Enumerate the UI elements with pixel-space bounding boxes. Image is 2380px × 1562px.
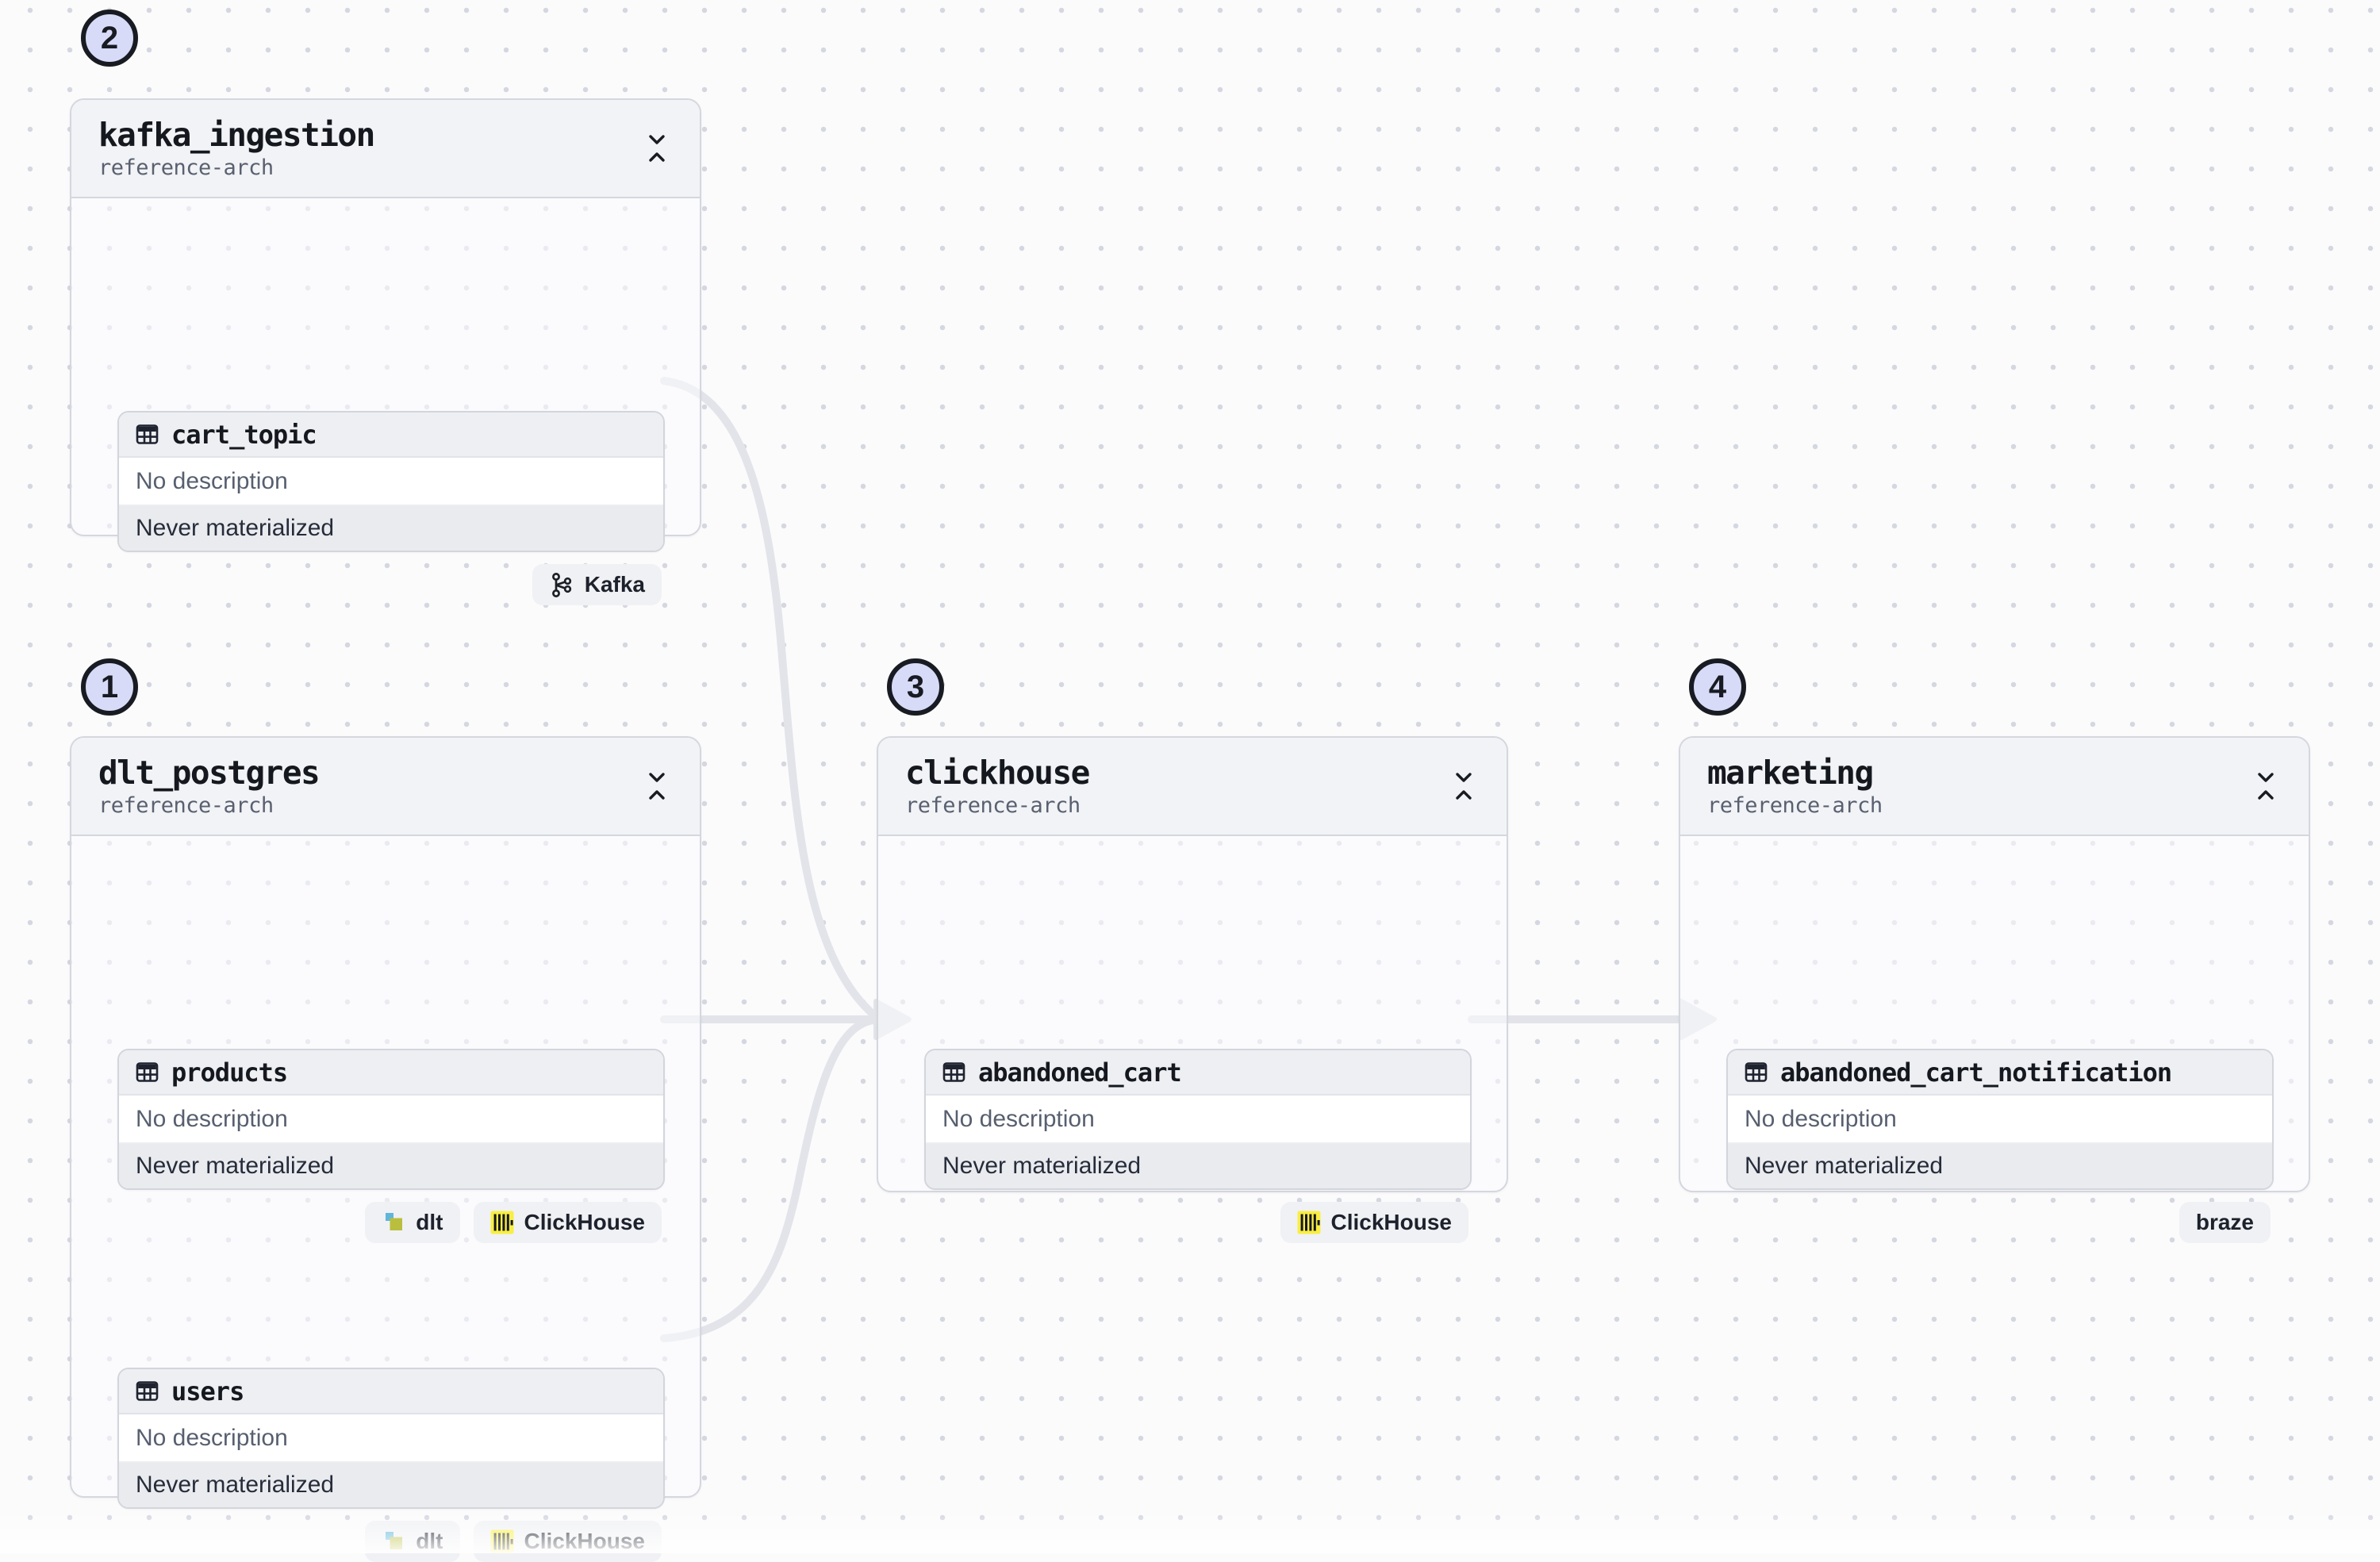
asset-name: abandoned_cart bbox=[978, 1057, 1182, 1088]
group-body: abandoned_cart_notification No descripti… bbox=[1680, 836, 2309, 1243]
step-badge-1: 1 bbox=[81, 658, 138, 716]
asset-tag-row: Kafka bbox=[532, 564, 662, 605]
table-icon bbox=[135, 1060, 159, 1084]
group-title: marketing bbox=[1707, 754, 1874, 792]
clickhouse-icon bbox=[1297, 1211, 1321, 1234]
tag-label: dlt bbox=[416, 1529, 443, 1553]
tag-label: ClickHouse bbox=[524, 1529, 646, 1553]
asset-name: abandoned_cart_notification bbox=[1780, 1057, 2172, 1088]
group-header[interactable]: kafka_ingestion reference-arch bbox=[71, 100, 700, 198]
tag-kafka: Kafka bbox=[532, 564, 662, 605]
asset-card-users[interactable]: users No description Never materialized bbox=[117, 1368, 665, 1509]
asset-tag-row: braze bbox=[2178, 1202, 2271, 1243]
group-title: kafka_ingestion bbox=[98, 116, 375, 154]
step-badge-2: 2 bbox=[81, 10, 138, 67]
group-subtitle: reference-arch bbox=[1707, 793, 1883, 819]
asset-card-cart-topic[interactable]: cart_topic No description Never material… bbox=[117, 411, 665, 552]
asset-card-products[interactable]: products No description Never materializ… bbox=[117, 1049, 665, 1190]
tag-dlt: dlt bbox=[365, 1202, 460, 1243]
dlt-icon bbox=[382, 1529, 405, 1553]
collapse-group-button[interactable] bbox=[1445, 761, 1483, 812]
asset-card-header: cart_topic bbox=[119, 413, 663, 458]
collapse-group-button[interactable] bbox=[638, 123, 676, 174]
asset-card-header: abandoned_cart bbox=[926, 1050, 1470, 1096]
asset-name: products bbox=[171, 1057, 288, 1088]
asset-description: No description bbox=[119, 458, 663, 506]
group-subtitle: reference-arch bbox=[98, 155, 274, 181]
group-title: dlt_postgres bbox=[98, 754, 321, 792]
tag-label: ClickHouse bbox=[524, 1210, 646, 1234]
group-dlt-postgres[interactable]: dlt_postgres reference-arch products No … bbox=[70, 736, 701, 1562]
tag-label: dlt bbox=[416, 1210, 443, 1234]
clickhouse-icon bbox=[490, 1529, 514, 1553]
asset-status: Never materialized bbox=[1728, 1144, 2272, 1188]
tag-label: braze bbox=[2195, 1210, 2254, 1234]
tag-label: Kafka bbox=[584, 572, 645, 597]
asset-description: No description bbox=[926, 1096, 1470, 1144]
group-marketing[interactable]: marketing reference-arch abandoned_cart_… bbox=[1679, 736, 2310, 1243]
collapse-vertical-icon bbox=[646, 769, 668, 803]
step-badge-4: 4 bbox=[1689, 658, 1746, 716]
group-clickhouse[interactable]: clickhouse reference-arch abandoned_cart… bbox=[877, 736, 1508, 1243]
collapse-vertical-icon bbox=[2255, 769, 2277, 803]
dlt-icon bbox=[382, 1211, 405, 1234]
group-subtitle: reference-arch bbox=[905, 793, 1081, 819]
tag-braze: braze bbox=[2178, 1202, 2271, 1243]
edge-users-to-abandoned-cart bbox=[660, 1016, 877, 1342]
group-subtitle: reference-arch bbox=[98, 793, 274, 819]
clickhouse-icon bbox=[490, 1211, 514, 1234]
tag-dlt: dlt bbox=[365, 1521, 460, 1562]
group-body: abandoned_cart No description Never mate… bbox=[878, 836, 1507, 1243]
asset-status: Never materialized bbox=[926, 1144, 1470, 1188]
asset-card-header: products bbox=[119, 1050, 663, 1096]
group-title: clickhouse bbox=[905, 754, 1090, 792]
asset-card-header: users bbox=[119, 1369, 663, 1414]
step-badge-3: 3 bbox=[887, 658, 944, 716]
asset-status: Never materialized bbox=[119, 1144, 663, 1188]
asset-card-abandoned-cart-notification[interactable]: abandoned_cart_notification No descripti… bbox=[1726, 1049, 2274, 1190]
asset-description: No description bbox=[119, 1414, 663, 1463]
asset-name: users bbox=[171, 1376, 244, 1407]
asset-name: cart_topic bbox=[171, 419, 317, 450]
asset-description: No description bbox=[1728, 1096, 2272, 1144]
group-header[interactable]: dlt_postgres reference-arch bbox=[71, 738, 700, 836]
collapse-vertical-icon bbox=[1453, 769, 1475, 803]
asset-card-abandoned-cart[interactable]: abandoned_cart No description Never mate… bbox=[924, 1049, 1472, 1190]
collapse-group-button[interactable] bbox=[2247, 761, 2285, 812]
group-kafka-ingestion[interactable]: kafka_ingestion reference-arch cart_topi… bbox=[70, 98, 701, 605]
edge-cart-topic-to-abandoned-cart bbox=[660, 377, 877, 1019]
table-icon bbox=[135, 422, 159, 447]
asset-description: No description bbox=[119, 1096, 663, 1144]
asset-tag-row: dlt ClickHouse bbox=[365, 1202, 662, 1243]
group-body: cart_topic No description Never material… bbox=[71, 198, 700, 605]
kafka-icon bbox=[549, 572, 574, 597]
group-header[interactable]: marketing reference-arch bbox=[1680, 738, 2309, 836]
tag-clickhouse: ClickHouse bbox=[473, 1202, 662, 1243]
group-body: products No description Never materializ… bbox=[71, 836, 700, 1562]
tag-clickhouse: ClickHouse bbox=[1280, 1202, 1468, 1243]
asset-status: Never materialized bbox=[119, 506, 663, 551]
asset-tag-row: ClickHouse bbox=[1280, 1202, 1468, 1243]
asset-status: Never materialized bbox=[119, 1463, 663, 1507]
group-header[interactable]: clickhouse reference-arch bbox=[878, 738, 1507, 836]
collapse-group-button[interactable] bbox=[638, 761, 676, 812]
tag-clickhouse: ClickHouse bbox=[473, 1521, 662, 1562]
asset-card-header: abandoned_cart_notification bbox=[1728, 1050, 2272, 1096]
tag-label: ClickHouse bbox=[1330, 1210, 1453, 1234]
table-icon bbox=[135, 1379, 159, 1403]
collapse-vertical-icon bbox=[646, 132, 668, 165]
table-icon bbox=[942, 1060, 966, 1084]
asset-tag-row: dlt ClickHouse bbox=[365, 1521, 662, 1562]
table-icon bbox=[1744, 1060, 1768, 1084]
